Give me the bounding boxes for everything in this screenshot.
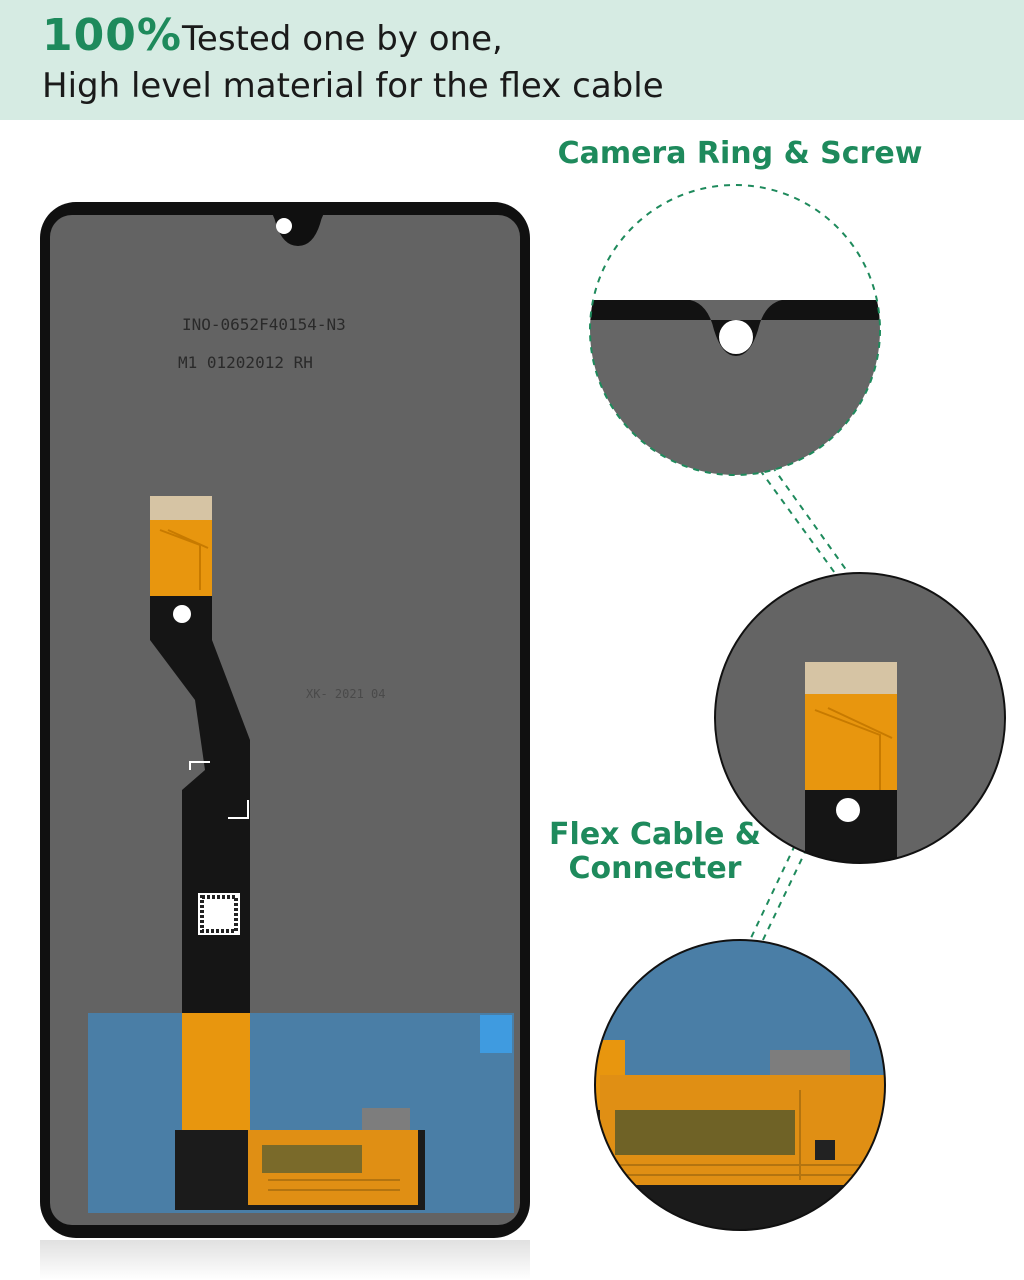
camera-notch bbox=[200, 215, 396, 246]
callout-flex-line2: Connecter bbox=[568, 851, 742, 886]
panel-batch: M1 01202012 RH bbox=[178, 353, 313, 372]
panel-date-code: XK- 2021 04 bbox=[306, 687, 385, 701]
banner-percent: 100% bbox=[42, 10, 182, 61]
qr-sticker bbox=[198, 893, 240, 935]
header-banner bbox=[0, 0, 1024, 120]
callout-flex-line1: Flex Cable & bbox=[549, 817, 761, 852]
lower-flex-ribbon bbox=[182, 1013, 250, 1133]
banner-headline-text: Tested one by one, bbox=[181, 19, 503, 59]
zoom-connector-board bbox=[594, 939, 886, 1231]
panel-serial: INO-0652F40154-N3 bbox=[182, 315, 346, 334]
banner-headline: 100%Tested one by one, bbox=[42, 10, 503, 61]
callout-flex-label: Flex Cable & Connecter bbox=[530, 818, 780, 886]
callout-camera-label: Camera Ring & Screw bbox=[557, 136, 923, 171]
zoom-camera-ring bbox=[589, 184, 881, 476]
display-back-panel bbox=[50, 215, 520, 1225]
zoom-flex-cable bbox=[714, 572, 1006, 864]
banner-subline: High level material for the flex cable bbox=[42, 66, 664, 106]
